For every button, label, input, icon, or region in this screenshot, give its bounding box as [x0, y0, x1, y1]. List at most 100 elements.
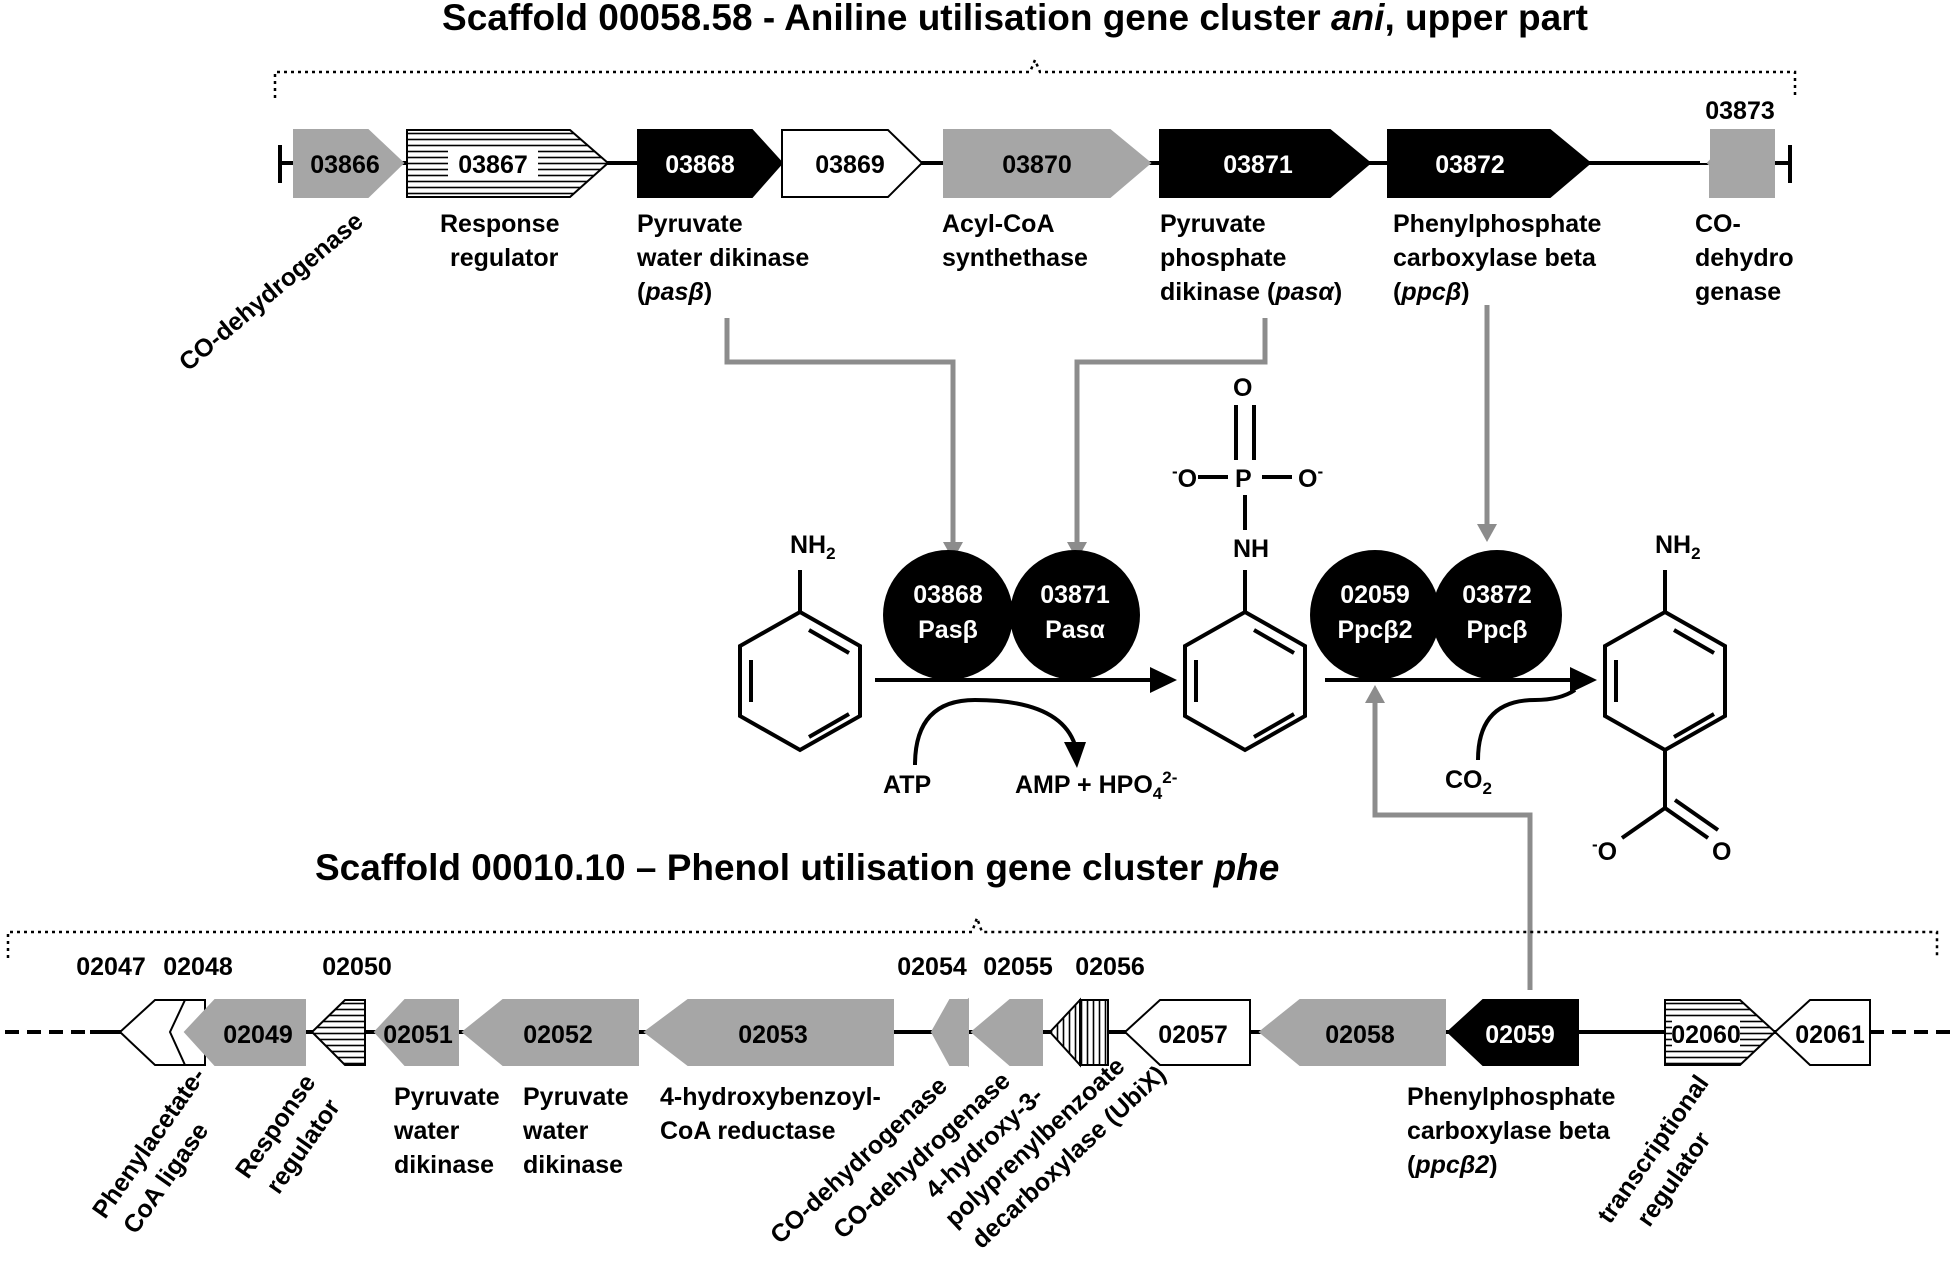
svg-text:O: O [1233, 374, 1252, 402]
phenylphosphoramidate-molecule: NH P O -O O- [1172, 374, 1323, 753]
svg-text:O: O [1712, 838, 1731, 866]
gene-03872: 03872 [1387, 129, 1592, 198]
enzyme-pasb: 03868 Pasβ [883, 550, 1013, 680]
svg-text:02059: 02059 [1340, 581, 1410, 609]
label-03873-line1: CO- [1695, 210, 1741, 238]
svg-text:-O: -O [1592, 835, 1617, 866]
label-03870-line2: synthethase [942, 244, 1088, 272]
gene-02061: 02061 [1773, 999, 1871, 1066]
gene-02053: 02053 [643, 999, 894, 1066]
svg-text:03867: 03867 [458, 151, 528, 179]
atp-curve-head [1064, 742, 1086, 768]
svg-text:02059: 02059 [1485, 1021, 1555, 1049]
svg-text:Pasβ: Pasβ [918, 616, 978, 644]
label-hbcoa-line2: CoA reductase [660, 1117, 836, 1145]
label-03870-line1: Acyl-CoA [942, 210, 1055, 238]
svg-text:P: P [1235, 465, 1252, 493]
svg-text:03871: 03871 [1223, 151, 1293, 179]
svg-text:02050: 02050 [322, 953, 392, 981]
gene-02052: 02052 [461, 999, 639, 1066]
gene-02051: 02051 [373, 999, 459, 1066]
label-03872-line2: carboxylase beta [1393, 244, 1597, 272]
svg-text:02048: 02048 [163, 953, 233, 981]
label-ppcb2-line2: carboxylase beta [1407, 1117, 1611, 1145]
gene-02056: 02056 [1048, 953, 1145, 1068]
gene-03870: 03870 [943, 129, 1152, 198]
gene-02050: 02050 [310, 953, 392, 1066]
svg-text:02053: 02053 [738, 1021, 808, 1049]
svg-text:03872: 03872 [1435, 151, 1505, 179]
svg-text:O-: O- [1298, 462, 1323, 493]
amp-label: AMP + HPO42- [1015, 768, 1177, 803]
label-03868-line1: Pyruvate [637, 210, 743, 238]
enzyme-ppcb2: 02059 Ppcβ2 [1310, 550, 1440, 680]
label-03868-line2: water dikinase [636, 244, 809, 272]
label-03868-line3: (pasβ) [637, 278, 712, 306]
svg-text:02061: 02061 [1795, 1021, 1865, 1049]
gene-02058: 02058 [1258, 999, 1446, 1066]
enzyme-ppcb: 03872 Ppcβ [1432, 550, 1562, 680]
reaction-arrow-1-head [1150, 667, 1177, 693]
gene-03869: 03869 [781, 129, 924, 198]
connector-02059-head [1365, 685, 1385, 703]
aniline-molecule: NH2 [738, 531, 862, 753]
label-03867-line1: Response [440, 210, 560, 238]
label-pwd2-line2: water [522, 1117, 589, 1145]
label-03866: CO-dehydrogenase [174, 207, 369, 377]
svg-text:NH: NH [1233, 535, 1269, 563]
svg-text:03873: 03873 [1705, 97, 1775, 125]
atp-label: ATP [883, 771, 931, 799]
svg-text:02052: 02052 [523, 1021, 593, 1049]
svg-text:NH2: NH2 [1655, 531, 1701, 563]
gene-03871: 03871 [1159, 129, 1372, 198]
label-pwd1-line3: dikinase [394, 1151, 494, 1179]
svg-text:-O: -O [1172, 462, 1197, 493]
label-03873-line2: dehydro [1695, 244, 1794, 272]
co2-label: CO2 [1445, 766, 1492, 798]
connector-03872-head [1477, 524, 1497, 542]
lower-cluster-title: Scaffold 00010.10 – Phenol utilisation g… [315, 847, 1279, 888]
label-ppcb2-line3: (ppcβ2) [1407, 1151, 1498, 1179]
svg-text:03871: 03871 [1040, 581, 1110, 609]
label-response-regulator: Response regulator [230, 1069, 346, 1198]
svg-text:02057: 02057 [1158, 1021, 1228, 1049]
upper-cluster-brace [273, 56, 1797, 98]
gene-02047: 02047 [76, 953, 186, 1066]
svg-text:Ppcβ: Ppcβ [1466, 616, 1527, 644]
label-pwd2-line3: dikinase [523, 1151, 623, 1179]
svg-text:03870: 03870 [1002, 151, 1072, 179]
label-03872-line1: Phenylphosphate [1393, 210, 1601, 238]
svg-text:03868: 03868 [665, 151, 735, 179]
label-pwd1-line2: water [393, 1117, 460, 1145]
gene-02054: 02054 [897, 953, 969, 1068]
label-pwd2-line1: Pyruvate [523, 1083, 629, 1111]
gene-02059: 02059 [1446, 999, 1579, 1066]
svg-text:02047: 02047 [76, 953, 146, 981]
svg-text:02055: 02055 [983, 953, 1053, 981]
svg-text:Ppcβ2: Ppcβ2 [1337, 616, 1412, 644]
svg-text:02056: 02056 [1075, 953, 1145, 981]
label-03871-line1: Pyruvate [1160, 210, 1266, 238]
lower-cluster-brace [6, 914, 1939, 958]
label-03871-line3: dikinase (pasα) [1160, 278, 1342, 306]
svg-text:NH2: NH2 [790, 531, 836, 563]
label-hbcoa-line1: 4-hydroxybenzoyl- [660, 1083, 881, 1111]
label-03867-line2: regulator [450, 244, 559, 272]
svg-text:03869: 03869 [815, 151, 885, 179]
svg-text:02060: 02060 [1671, 1021, 1741, 1049]
gene-02055: 02055 [970, 953, 1053, 1066]
svg-text:02058: 02058 [1325, 1021, 1395, 1049]
svg-text:02051: 02051 [383, 1021, 453, 1049]
gene-03867: 03867 [406, 129, 610, 198]
svg-text:02054: 02054 [897, 953, 967, 981]
svg-text:02049: 02049 [223, 1021, 293, 1049]
label-03873-line3: genase [1695, 278, 1781, 306]
svg-text:03866: 03866 [310, 151, 380, 179]
svg-text:Pasα: Pasα [1045, 616, 1105, 644]
co2-curve [1476, 688, 1577, 761]
label-03871-line2: phosphate [1160, 244, 1286, 272]
svg-text:03868: 03868 [913, 581, 983, 609]
aminobenzoate-molecule: NH2 -O O [1592, 531, 1731, 866]
gene-02060: 02060 [1664, 999, 1777, 1066]
